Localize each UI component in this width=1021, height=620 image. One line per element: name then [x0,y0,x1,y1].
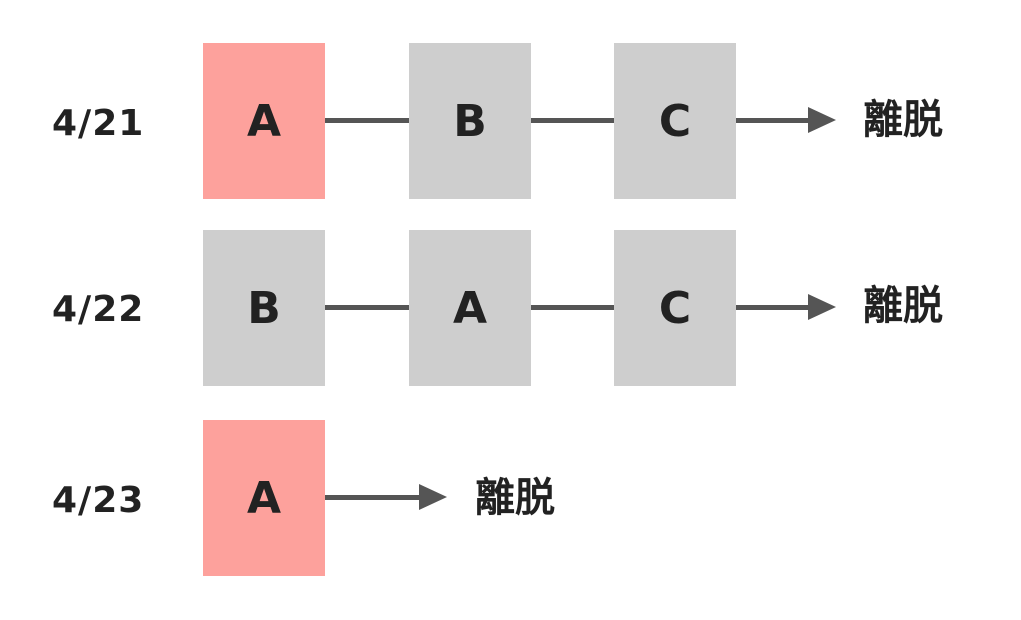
exit-label: 離脱 [863,283,943,329]
row-date-label: 4/23 [52,480,145,521]
path-connector [325,305,409,310]
row-date-label: 4/21 [52,103,145,144]
exit-label: 離脱 [475,475,555,521]
exit-arrow-shaft [736,305,810,310]
page-node-a: A [409,230,531,386]
exit-arrow-head [808,107,836,133]
exit-label: 離脱 [863,97,943,143]
page-node-c: C [614,230,736,386]
page-node-b: B [409,43,531,199]
path-connector [531,305,614,310]
exit-arrow-head [419,484,447,510]
page-node-c: C [614,43,736,199]
page-node-a: A [203,43,325,199]
path-connector [325,118,409,123]
page-node-b: B [203,230,325,386]
exit-arrow-head [808,294,836,320]
row-date-label: 4/22 [52,289,145,330]
exit-arrow-shaft [736,118,810,123]
exit-arrow-shaft [325,495,421,500]
path-connector [531,118,614,123]
page-node-a: A [203,420,325,576]
